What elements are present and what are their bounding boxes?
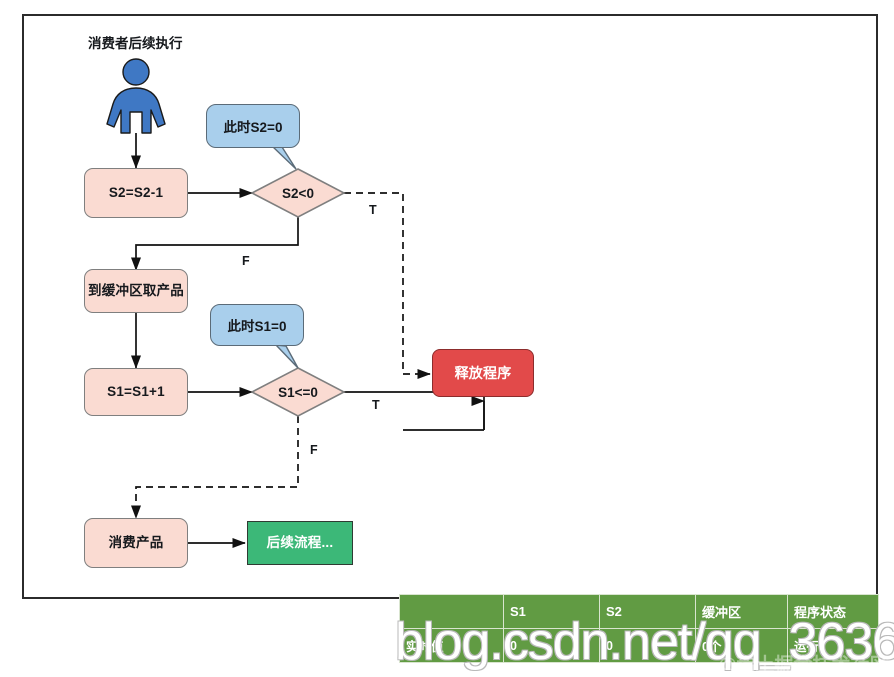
node-take-product[interactable]: 到缓冲区取产品: [84, 269, 188, 313]
node-consume-product[interactable]: 消费产品: [84, 518, 188, 568]
callout-s2-note: 此时S2=0: [206, 104, 300, 148]
node-release-program[interactable]: 释放程序: [432, 349, 534, 397]
edge-label-s1-false: F: [310, 443, 318, 457]
state-table-wrap: S1 S2 缓冲区 程序状态 实时值 0 0 0个 运行: [399, 594, 879, 663]
table-header-row: S1 S2 缓冲区 程序状态: [399, 594, 879, 629]
table-cell-s1: 0: [503, 628, 600, 663]
callout-s1-note: 此时S1=0: [210, 304, 304, 346]
edge-label-s1-true: T: [372, 398, 380, 412]
node-s1-increment[interactable]: S1=S1+1: [84, 368, 188, 416]
node-s2-decrement[interactable]: S2=S2-1: [84, 168, 188, 218]
table-cell-s2: 0: [599, 628, 696, 663]
page-title: 消费者后续执行: [88, 36, 183, 51]
table-header-cell-3: 缓冲区: [695, 594, 788, 629]
node-s2-condition[interactable]: S2<0: [282, 185, 314, 201]
table-header-cell-4: 程序状态: [787, 594, 879, 629]
edge-label-s2-true: T: [369, 203, 377, 217]
state-table: S1 S2 缓冲区 程序状态 实时值 0 0 0个 运行: [399, 594, 879, 663]
table-cell-buffer: 0个: [695, 628, 788, 663]
table-cell-prog-state: 运行: [787, 628, 879, 663]
table-header-cell-0: [399, 594, 504, 629]
table-header-cell-1: S1: [503, 594, 600, 629]
node-next-flow[interactable]: 后续流程...: [247, 521, 353, 565]
edge-label-s2-false: F: [242, 254, 250, 268]
node-s1-condition[interactable]: S1<=0: [278, 384, 318, 400]
table-cell-label: 实时值: [399, 628, 504, 663]
table-row: 实时值 0 0 0个 运行: [399, 628, 879, 663]
table-header-cell-2: S2: [599, 594, 696, 629]
